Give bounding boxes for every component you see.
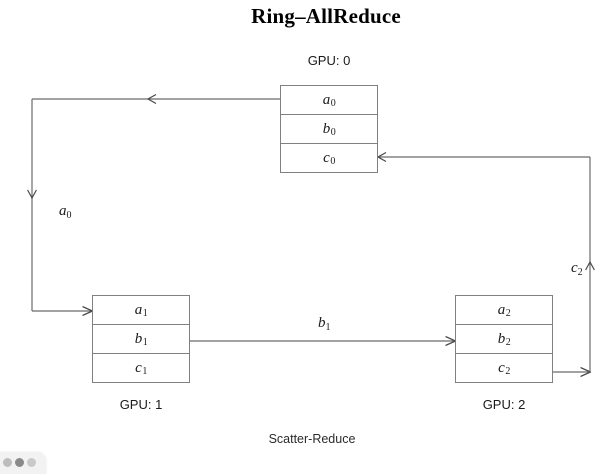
gpu1-cell-b1-sub: 1: [142, 336, 148, 348]
gpu1-cell-a1-base: a: [134, 301, 143, 318]
gpu1-label: GPU: 1: [119, 397, 163, 412]
gpu2-cell-b2-base: b: [497, 330, 506, 347]
gpu1-cell-b1-base: b: [134, 330, 143, 347]
gpu0-label: GPU: 0: [307, 53, 351, 68]
diagram-canvas: Ring–AllReduce: [0, 4, 595, 474]
clipped-toolbar-widget[interactable]: [0, 452, 46, 474]
page-title: Ring–AllReduce: [251, 4, 401, 28]
gpu0-cell-b0-base: b: [322, 120, 331, 137]
edge-label-a0-sub: 0: [66, 210, 72, 221]
gpu0-cell-c0-base: c: [323, 150, 330, 166]
gpu1-cell-c1-base: c: [135, 360, 142, 376]
edge-label-c2-base: c: [571, 260, 578, 276]
gpu0-cell-a0-base: a: [322, 91, 331, 108]
edge-label-b1-sub: 1: [325, 322, 331, 333]
edge-gpu2-to-gpu0: [376, 151, 595, 373]
gpu1-cell-c1-sub: 1: [142, 366, 148, 377]
edge-label-b1-base: b: [318, 315, 326, 331]
connector-layer: [27, 93, 595, 463]
gpu2-cell-c2-base: c: [498, 360, 505, 376]
gpu2-cell-a2-sub: 2: [505, 307, 511, 319]
gpu2-cell-a2-base: a: [497, 301, 506, 318]
edge-label-a0-base: a: [59, 203, 67, 219]
edge-label-c2: c2: [556, 243, 583, 294]
gpu1-cell-a1-sub: 1: [142, 307, 148, 319]
edge-label-b1: b1: [303, 298, 331, 349]
gpu0-cell-b0-sub: 0: [330, 126, 336, 138]
gpu2-label: GPU: 2: [482, 397, 526, 412]
edge-label-c2-sub: 2: [577, 267, 583, 278]
gpu2-cell-c2-sub: 2: [505, 366, 511, 377]
edge-label-a0: a0: [44, 186, 72, 237]
gpu0-cell-a0-sub: 0: [330, 97, 336, 109]
edge-gpu0-to-gpu1: [27, 93, 280, 312]
gpu2-cell-b2-sub: 2: [505, 336, 511, 348]
diagram-caption: Scatter-Reduce: [268, 432, 356, 446]
gpu0-cell-c0-sub: 0: [330, 156, 336, 167]
